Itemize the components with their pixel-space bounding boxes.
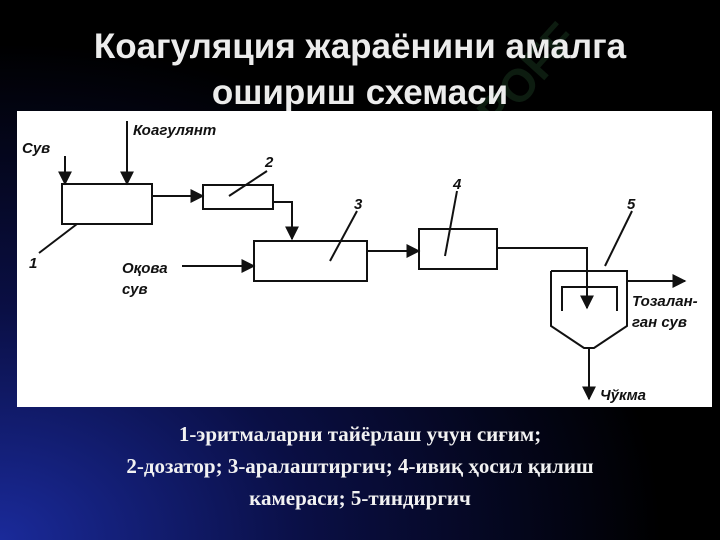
label-coagulant: Коагулянт <box>133 122 216 139</box>
label-raw-water-2: сув <box>122 281 148 298</box>
settler-inner <box>561 286 618 311</box>
dozator-box <box>202 184 274 210</box>
legend-caption: 1-эритмаларни тайёрлаш учун сиғим; 2-доз… <box>0 418 720 514</box>
tank-1-box <box>61 183 153 225</box>
label-num-4: 4 <box>452 176 462 193</box>
caption-line-3: камераси; 5-тиндиргич <box>249 486 471 510</box>
mixer-box <box>253 240 368 282</box>
label-purified-2: ган сув <box>632 314 687 331</box>
label-num-3: 3 <box>354 196 363 213</box>
slide-title: Коагуляция жараёнини амалга ошириш схема… <box>0 24 720 116</box>
label-sediment: Чўкма <box>600 387 646 404</box>
label-raw-water-1: Оқова <box>122 260 168 277</box>
process-diagram-svg: Сув Коагулянт Оқова сув Тозалан- ган сув… <box>22 121 698 404</box>
leader-2 <box>228 170 268 197</box>
caption-line-2: 2-дозатор; 3-аралаштиргич; 4-ивиқ ҳосил … <box>126 454 594 478</box>
process-diagram: Сув Коагулянт Оқова сув Тозалан- ган сув… <box>17 111 712 407</box>
label-water-in: Сув <box>22 140 50 157</box>
label-purified-1: Тозалан- <box>632 293 698 310</box>
caption-line-1: 1-эритмаларни тайёрлаш учун сиғим; <box>178 422 542 446</box>
flow-2-3 <box>273 201 299 241</box>
title-line-2: ошириш схемаси <box>211 73 509 112</box>
leader-5 <box>604 210 633 267</box>
label-num-5: 5 <box>627 196 636 213</box>
leader-3 <box>329 210 358 262</box>
label-num-1: 1 <box>29 255 37 272</box>
title-line-1: Коагуляция жараёнини амалга <box>93 27 627 66</box>
label-num-2: 2 <box>264 154 274 171</box>
floc-chamber-box <box>418 228 498 270</box>
flow-4-5 <box>497 247 594 310</box>
settler-body <box>550 270 628 349</box>
leader-1 <box>38 223 78 254</box>
leader-4 <box>444 190 458 257</box>
